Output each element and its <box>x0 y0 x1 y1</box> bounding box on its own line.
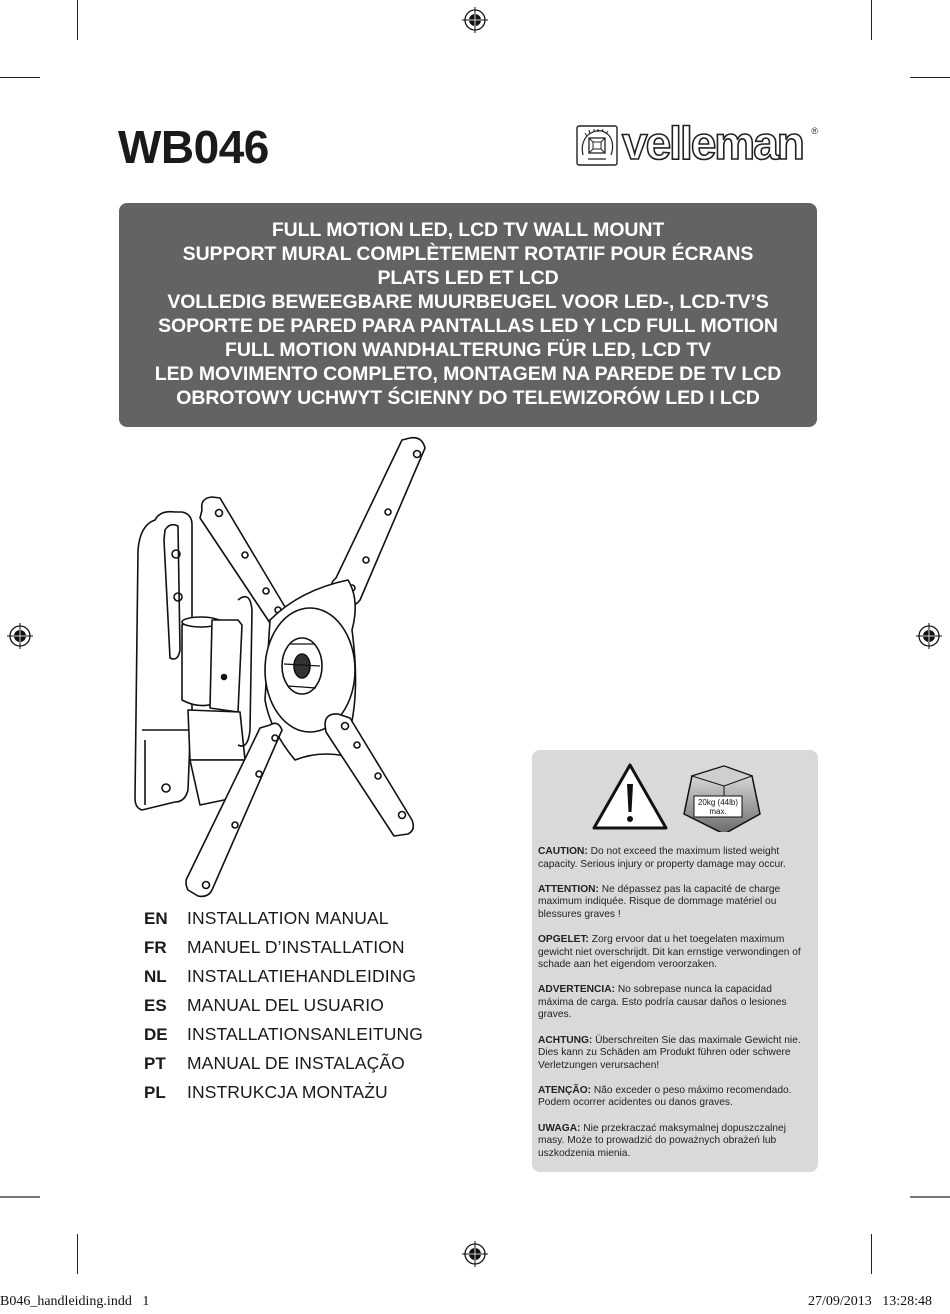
brand-logo: velleman ® <box>576 117 818 169</box>
warning-text: No sobrepase nunca la capacidad máxima d… <box>538 984 787 1021</box>
manual-title: INSTALLATIEHANDLEIDING <box>187 966 417 986</box>
warning-heading: ADVERTENCIA: <box>538 984 615 996</box>
manual-title: MANUEL D’INSTALLATION <box>187 937 405 957</box>
registration-mark-icon <box>916 623 942 649</box>
language-code: EN <box>144 908 168 928</box>
language-code: NL <box>144 966 167 986</box>
registration-mark-icon <box>462 1241 488 1267</box>
warning-text: Não exceder o peso máximo recomendado. P… <box>538 1084 792 1109</box>
language-code: ES <box>144 995 167 1015</box>
manual-row-es: ES MANUAL DEL USUARIO <box>144 991 423 1020</box>
warning-heading: CAUTION: <box>538 846 588 857</box>
weight-box-icon: 20kg (44lb) max. <box>683 765 761 832</box>
manual-title: INSTRUKCJA MONTAŻU <box>187 1082 388 1102</box>
crop-mark-top-right-h <box>910 77 950 78</box>
title-line-pl: OBROTOWY UCHWYT ŚCIENNY DO TELEWIZORÓW L… <box>176 387 760 409</box>
manual-title: INSTALLATION MANUAL <box>187 908 389 928</box>
warning-en: CAUTION: Do not exceed the maximum liste… <box>538 846 810 871</box>
warning-heading: ATTENTION: <box>538 883 599 895</box>
title-line-fr-1: SUPPORT MURAL COMPLÈTEMENT ROTATIF POUR … <box>182 243 754 265</box>
title-line-fr-2: PLATS LED ET LCD <box>377 267 559 289</box>
warning-heading: OPGELET: <box>538 933 589 945</box>
language-code: DE <box>144 1024 168 1044</box>
slug-filename: B046_handleiding.indd 1 <box>0 1294 150 1309</box>
warning-fr: ATTENTION: Ne dépassez pas la capacité d… <box>538 884 810 922</box>
crop-mark-top-left-v <box>77 0 78 40</box>
weight-limit-max: max. <box>709 807 726 816</box>
manual-title: MANUAL DE INSTALAÇÃO <box>187 1053 405 1073</box>
language-code: PL <box>144 1082 166 1102</box>
warning-triangle-icon <box>592 763 668 830</box>
warning-text: Zorg ervoor dat u het toegelaten maximum… <box>538 933 801 971</box>
crop-mark-bottom-right-v <box>871 1234 872 1274</box>
warning-text: Do not exceed the maximum listed weight … <box>538 846 786 870</box>
manual-language-list: EN INSTALLATION MANUAL FR MANUEL D’INSTA… <box>144 904 423 1107</box>
tv-wall-mount-illustration <box>134 436 426 898</box>
title-line-en: FULL MOTION LED, LCD TV WALL MOUNT <box>271 219 665 241</box>
registration-mark-icon <box>7 623 33 649</box>
manual-title: MANUAL DEL USUARIO <box>187 995 384 1015</box>
crop-mark-bottom-right-h <box>910 1196 950 1198</box>
weight-warning-panel: 20kg (44lb) max. CAUTION: Do not exceed … <box>532 750 818 1172</box>
warning-icons: 20kg (44lb) max. <box>592 763 761 832</box>
crop-mark-top-left-h <box>0 77 40 78</box>
warning-heading: ACHTUNG: <box>538 1034 593 1046</box>
title-line-pt: LED MOVIMENTO COMPLETO, MONTAGEM NA PARE… <box>154 363 782 385</box>
warning-nl: OPGELET: Zorg ervoor dat u het toegelate… <box>538 934 810 972</box>
warning-heading: ATENÇÃO: <box>538 1084 592 1096</box>
warning-text: Nie przekraczać maksymalnej dopuszczalne… <box>538 1122 786 1159</box>
manual-row-fr: FR MANUEL D’INSTALLATION <box>144 933 423 962</box>
language-code: FR <box>144 937 167 957</box>
manual-row-pl: PL INSTRUKCJA MONTAŻU <box>144 1078 423 1107</box>
velleman-emblem-icon <box>576 125 618 166</box>
warning-text: Überschreiten Sie das maximale Gewicht n… <box>538 1034 801 1071</box>
title-line-de: FULL MOTION WANDHALTERUNG FÜR LED, LCD T… <box>225 339 711 361</box>
manual-row-nl: NL INSTALLATIEHANDLEIDING <box>144 962 423 991</box>
warning-de: ACHTUNG: Überschreiten Sie das maximale … <box>538 1035 810 1073</box>
title-line-nl: VOLLEDIG BEWEEGBARE MUURBEUGEL VOOR LED-… <box>167 291 769 313</box>
manual-row-de: DE INSTALLATIONSANLEITUNG <box>144 1020 423 1049</box>
slug-timestamp: 27/09/2013 13:28:48 <box>807 1294 932 1309</box>
crop-mark-top-right-v <box>871 0 872 40</box>
language-code: PT <box>144 1053 166 1073</box>
manual-row-en: EN INSTALLATION MANUAL <box>144 904 423 933</box>
registration-mark-icon <box>462 7 488 33</box>
warning-text: Ne dépassez pas la capacité de charge ma… <box>538 883 781 920</box>
weight-limit-label: 20kg (44lb) <box>698 798 738 807</box>
product-code: WB046 <box>118 121 269 173</box>
manual-row-pt: PT MANUAL DE INSTALAÇÃO <box>144 1049 423 1078</box>
title-line-es: SOPORTE DE PARED PARA PANTALLAS LED Y LC… <box>158 315 778 337</box>
warning-es: ADVERTENCIA: No sobrepase nunca la capac… <box>538 984 810 1022</box>
warning-pl: UWAGA: Nie przekraczać maksymalnej dopus… <box>538 1123 810 1161</box>
product-title-box: FULL MOTION LED, LCD TV WALL MOUNT SUPPO… <box>119 203 817 427</box>
crop-mark-bottom-left-h <box>0 1196 40 1198</box>
warning-heading: UWAGA: <box>538 1122 581 1134</box>
registered-mark: ® <box>811 126 818 136</box>
manual-title: INSTALLATIONSANLEITUNG <box>187 1024 423 1044</box>
brand-name: velleman <box>621 117 806 169</box>
warning-pt: ATENÇÃO: Não exceder o peso máximo recom… <box>538 1085 810 1110</box>
crop-mark-bottom-left-v <box>77 1234 78 1274</box>
